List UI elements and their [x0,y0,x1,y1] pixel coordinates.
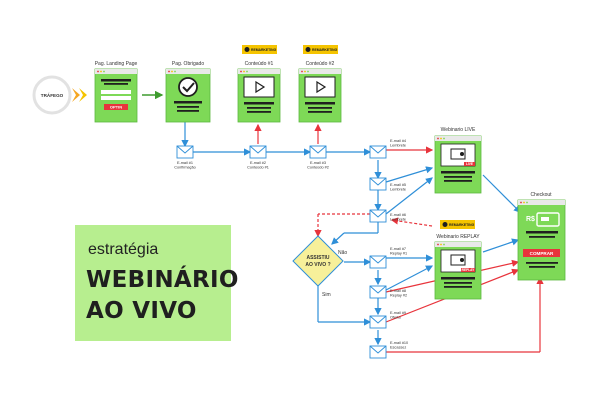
blue-connectors [181,122,521,346]
content2-title: Conteúdo #2 [306,61,335,67]
envelope-icon [369,255,387,264]
email-5-subject: Lembrete [390,188,406,192]
optin-button[interactable] [104,104,128,110]
panel-title-line2: AO VIVO [86,298,197,324]
email-1-label: E-mail #1 [177,161,193,165]
presenter-icon [450,254,466,266]
email-5-label: E-mail #5 [390,183,406,187]
remarketing-icon [244,47,250,52]
checkout-title: Checkout [530,192,552,198]
email-4: E-mail #4 Lembrete [369,139,406,159]
email-8-label: E-mail #8 [390,289,406,293]
decision-line1: ASSISTIU [306,255,329,261]
content1-badge: REMARKETING [251,48,277,52]
email-6-subject: Lembrete [390,218,406,222]
email-1: E-mail #1 Confirmação [174,145,196,170]
email-9: E-mail #9 Oferta [369,311,406,329]
remarketing-icon [442,222,448,227]
email-1-subject: Confirmação [174,166,196,170]
envelope-icon [369,285,387,294]
decision-no: Não [338,250,347,256]
panel-title-line1: WEBINÁRIO [86,267,239,293]
envelope-icon [176,145,194,154]
email-9-subject: Oferta [390,316,401,320]
landing-title: Pag. Landing Page [95,61,138,67]
thanks-title: Pag. Obrigado [172,61,204,67]
email-10-subject: Escassez [390,346,406,350]
email-3-label: E-mail #3 [310,161,326,165]
email-4-label: E-mail #4 [390,139,406,143]
email-10-label: E-mail #10 [390,341,408,345]
decision-line2: AO VIVO ? [305,262,330,268]
optin-label: OPTIN [110,105,122,110]
content2-node: REMARKETING Conteúdo #2 [298,45,342,123]
content1-title: Conteúdo #1 [245,61,274,67]
replay-tag: REPLAY [462,268,476,272]
live-title: Webinario LIVE [441,127,476,133]
content1-node: REMARKETING Conteúdo #1 [237,45,281,123]
email-10: E-mail #10 Escassez [369,341,408,359]
chevron-right-icon [72,88,80,102]
strategy-panel: estratégia WEBINÁRIO AO VIVO [75,225,239,341]
presenter-icon [450,148,466,160]
buy-label: COMPRAR [530,251,554,256]
email-4-subject: Lembrete [390,144,406,148]
email-9-label: E-mail #9 [390,311,406,315]
email-6: E-mail #6 Lembrete [369,209,406,223]
price-icon: R$ [526,216,535,223]
play-icon [316,80,327,94]
email-2-label: E-mail #2 [250,161,266,165]
email-7-label: E-mail #7 [390,247,406,251]
panel-subtitle: estratégia [88,241,159,258]
content2-badge: REMARKETING [312,48,338,52]
credit-card-icon [536,212,560,227]
email-2-subject: Conteúdo #1 [247,166,269,170]
landing-page-node: Pag. Landing Page OPTIN [94,61,138,123]
email-8: E-mail #8 Replay #2 [369,285,407,299]
play-icon [255,80,266,94]
envelope-icon [369,315,387,324]
email-7: E-mail #7 Replay #1 [369,247,407,269]
email-2: E-mail #2 Conteúdo #1 [247,145,269,170]
email-6-label: E-mail #6 [390,213,406,217]
thanks-page-node: Pag. Obrigado [165,61,211,123]
checkout-node: Checkout R$ COMPRAR [517,192,566,281]
traffic-node: TRÁFEGO [32,75,87,115]
buy-button[interactable] [523,249,560,257]
envelope-icon [369,177,387,186]
envelope-icon [249,145,267,154]
panel-title: WEBINÁRIO AO VIVO [86,265,239,327]
envelope-icon [309,145,327,154]
envelope-icon [369,209,387,218]
webinar-replay-node: REMARKETING Webinario REPLAY REPLAY [434,220,482,300]
check-icon [178,77,198,97]
email-3: E-mail #3 Conteúdo #2 [307,145,329,170]
decision-node: ASSISTIU AO VIVO ? Não Sim [292,235,347,298]
email-5: E-mail #5 Lembrete [369,177,406,192]
envelope-icon [369,345,387,354]
email-8-subject: Replay #2 [390,294,407,298]
email-7-subject: Replay #1 [390,252,407,256]
webinar-live-node: Webinario LIVE LIVE [434,127,482,194]
decision-yes: Sim [322,292,331,298]
live-tag: LIVE [466,162,473,166]
email-3-subject: Conteúdo #2 [307,166,329,170]
envelope-icon [369,145,387,154]
replay-badge: REMARKETING [449,223,475,227]
remarketing-icon [305,47,311,52]
replay-title: Webinario REPLAY [436,234,480,240]
traffic-label: TRÁFEGO [41,92,64,98]
email-nodes: E-mail #1 Confirmação E-mail #2 Conteúdo… [174,139,408,359]
